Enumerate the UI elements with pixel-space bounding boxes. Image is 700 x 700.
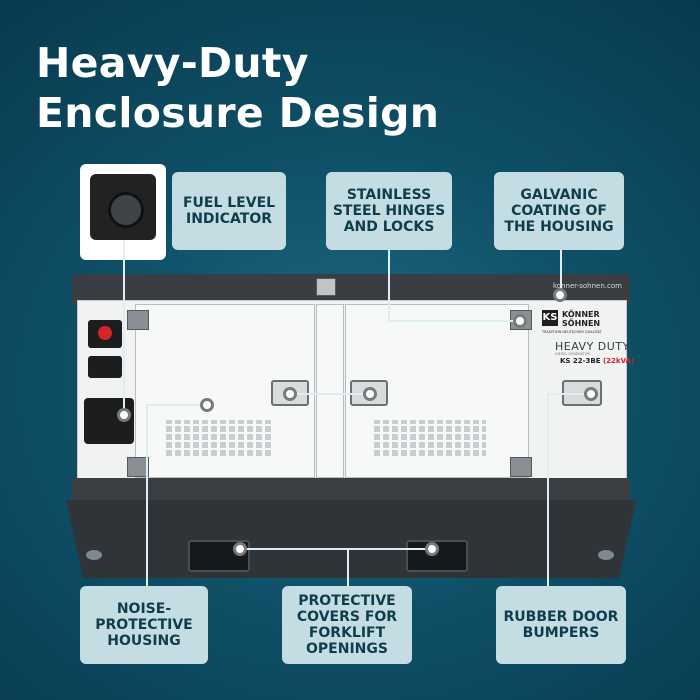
mount-hole <box>598 550 614 560</box>
lifting-eye-icon <box>316 278 336 296</box>
marker-dot <box>200 398 214 412</box>
generator-roof <box>72 274 630 304</box>
brand-url: konner-sohnen.com <box>553 282 622 290</box>
series-sub: DIESEL GENERATOR <box>555 352 590 356</box>
connector-line <box>290 393 370 395</box>
marker-dot <box>584 387 598 401</box>
hinge-icon <box>510 457 532 477</box>
fuel-panel-housing <box>90 174 156 240</box>
page-title: Heavy-Duty Enclosure Design <box>36 38 439 138</box>
connector-line <box>388 250 390 322</box>
forklift-cover-right <box>406 540 468 572</box>
connector-line <box>547 393 591 395</box>
right-vent-rows <box>374 420 486 458</box>
model-label: KS 22-3BE (22kVA) <box>560 357 634 365</box>
callout-rubber-bumpers: Rubber Door Bumpers <box>496 586 626 664</box>
model-power: (22kVA) <box>602 357 635 365</box>
callout-noise-protective: Noise-Protective Housing <box>80 586 208 664</box>
center-pillar <box>316 304 344 478</box>
marker-dot <box>117 408 131 422</box>
title-line-1: Heavy-Duty <box>36 39 309 87</box>
marker-dot <box>513 314 527 328</box>
connector-line <box>146 404 206 406</box>
marker-dot <box>363 387 377 401</box>
control-panel-window <box>88 356 122 378</box>
hinge-icon <box>127 310 149 330</box>
connector-line <box>347 548 349 586</box>
callout-fuel-level: Fuel Level Indicator <box>172 172 286 250</box>
connector-line <box>547 393 549 586</box>
left-vent-rows <box>166 420 274 458</box>
fuel-level-indicator-closeup <box>80 164 166 260</box>
marker-dot <box>233 542 247 556</box>
series-label: HEAVY DUTY <box>555 340 630 353</box>
base-frame-band <box>72 478 630 502</box>
marker-dot <box>553 288 567 302</box>
brand-tagline: TRADITION DEUTSCHER QUALITÄT <box>542 330 602 334</box>
connector-line <box>123 240 125 415</box>
mount-hole <box>86 550 102 560</box>
brand-line-2: SÖHNEN <box>562 319 601 328</box>
connector-line <box>560 250 562 295</box>
base-frame <box>66 500 636 578</box>
marker-dot <box>425 542 439 556</box>
callout-forklift-covers: Protective Covers for Forklift Openings <box>282 586 412 664</box>
brand-line-1: KÖNNER <box>562 310 600 319</box>
emergency-stop-button <box>88 320 122 348</box>
brand-mark: KS <box>542 310 558 326</box>
connector-line <box>146 404 148 586</box>
hinge-icon <box>127 457 149 477</box>
connector-line <box>388 320 520 322</box>
marker-dot <box>283 387 297 401</box>
title-line-2: Enclosure Design <box>36 89 440 137</box>
callout-galvanic-coating: Galvanic Coating of the Housing <box>494 172 624 250</box>
brand-name: KÖNNER SÖHNEN <box>562 310 600 328</box>
model-number: KS 22-3BE <box>560 357 601 365</box>
fuel-gauge-icon <box>108 192 144 228</box>
connector-line <box>240 548 432 550</box>
callout-stainless-hinges: Stainless Steel Hinges and Locks <box>326 172 452 250</box>
